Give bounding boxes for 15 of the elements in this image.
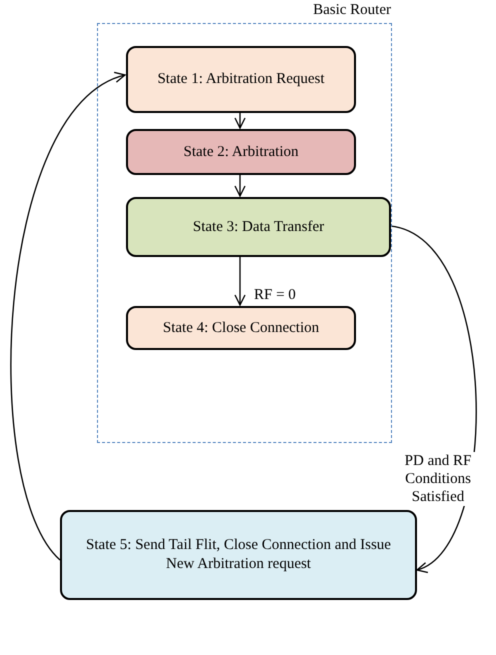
state-box: [126, 46, 356, 113]
state-label: State 4: Close Connection: [162, 318, 320, 338]
arrow: [234, 256, 246, 306]
state-label: State 1: Arbitration Request: [157, 70, 325, 89]
state-box: [126, 306, 356, 350]
state-box: [60, 510, 417, 600]
state-label: State 3: Data Transfer: [192, 218, 324, 236]
state-label: State 5: Send Tail Flit, Close Connection and Issue New Arbitration request: [85, 536, 392, 574]
state-box: [126, 129, 356, 175]
arrow: [234, 174, 246, 197]
group-title: Basic Router: [313, 2, 391, 19]
arrow: [10, 74, 126, 560]
state-label: State 2: Arbitration: [184, 142, 298, 162]
state-box: [126, 197, 391, 257]
arrow: [234, 112, 246, 129]
